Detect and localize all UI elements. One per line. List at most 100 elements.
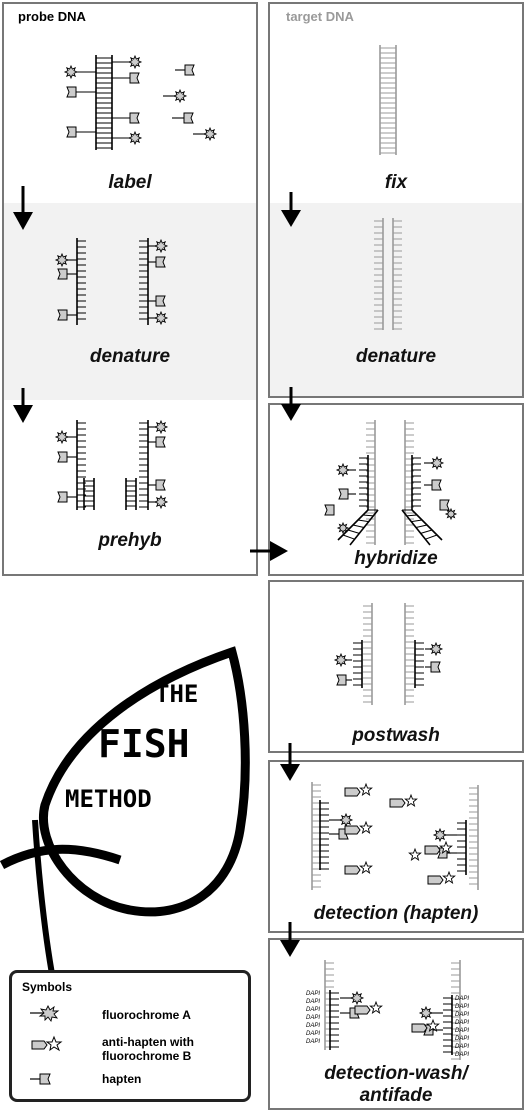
legend-label-fluorochrome-a: fluorochrome A <box>102 1008 191 1022</box>
anti-hapten-icon <box>344 865 361 875</box>
anti-hapten-icon <box>427 875 444 885</box>
legend-label-anti-hapten: anti-hapten with fluorochrome B <box>102 1035 194 1063</box>
target-header: target DNA <box>286 9 354 24</box>
dapi-label: DAPI <box>455 1004 469 1010</box>
step-fix: fix <box>384 172 408 193</box>
fluorochrome-b-icon <box>408 847 422 861</box>
probe-denature-band <box>4 203 256 400</box>
fluorochrome-a-icon <box>432 827 448 843</box>
hapten-icon <box>336 674 347 686</box>
hapten-icon <box>57 451 68 463</box>
hapten-icon <box>430 661 441 673</box>
hapten-icon <box>155 436 166 448</box>
hapten-icon <box>57 309 68 321</box>
fluorochrome-b-icon <box>404 793 418 807</box>
step-postwash: postwash <box>352 725 440 746</box>
fluorochrome-a-icon <box>153 310 169 326</box>
fluorochrome-b-icon <box>359 860 373 874</box>
fish-title-fish: FISH <box>98 722 190 766</box>
fluorochrome-a-icon <box>153 419 169 435</box>
fluorochrome-b-icon <box>359 782 373 796</box>
fluorochrome-a-icon <box>172 88 188 104</box>
dapi-label: DAPI <box>455 996 469 1002</box>
legend-icons <box>30 1004 63 1085</box>
fluorochrome-a-icon <box>54 429 70 445</box>
step-label: label <box>108 172 152 193</box>
hybridize-panel <box>268 403 524 576</box>
hapten-icon <box>57 491 68 503</box>
base-pair <box>425 534 438 540</box>
base-pair <box>362 514 374 517</box>
fluorochrome-a-icon <box>335 462 351 478</box>
step-denature-target: denature <box>355 346 437 367</box>
fluorochrome-b-icon <box>359 820 373 834</box>
hapten-icon <box>183 112 194 124</box>
hapten-icon <box>129 112 140 124</box>
anti-hapten-icon <box>424 845 441 855</box>
base-pair <box>420 529 433 534</box>
dapi-label: DAPI <box>306 1015 320 1021</box>
fluorochrome-a-icon <box>153 238 169 254</box>
dapi-label: DAPI <box>306 1039 320 1045</box>
dapi-label: DAPI <box>306 999 320 1005</box>
hapten-icon <box>66 86 77 98</box>
dapi-label: DAPI <box>455 1036 469 1042</box>
base-pair <box>406 514 418 517</box>
anti-hapten-icon <box>344 825 361 835</box>
legend-title: Symbols <box>22 980 73 994</box>
hapten-icon <box>66 126 77 138</box>
detection-wash-panel <box>268 938 524 1110</box>
fluorochrome-a-icon <box>202 126 218 142</box>
postwash-panel <box>268 580 524 753</box>
anti-hapten-icon <box>354 1005 371 1015</box>
dapi-label: DAPI <box>306 991 320 997</box>
step-denature-probe: denature <box>89 346 171 367</box>
step-hybridize: hybridize <box>354 548 438 569</box>
base-pair <box>411 519 423 523</box>
base-pair <box>342 534 355 540</box>
fluorochrome-b-icon <box>369 1000 383 1014</box>
base-pair <box>347 529 360 534</box>
anti-hapten-icon <box>344 787 361 797</box>
dapi-label: DAPI <box>306 1031 320 1037</box>
anti-hapten-icon <box>31 1035 63 1052</box>
hapten-icon <box>155 295 166 307</box>
dapi-label: DAPI <box>306 1007 320 1013</box>
fluorochrome-b-icon <box>439 840 453 854</box>
fluorochrome-a-icon <box>127 130 143 146</box>
step-detection-wash-line1: detection-wash/ <box>324 1063 468 1084</box>
hapten-icon <box>184 64 195 76</box>
hapten-icon <box>338 488 349 500</box>
dapi-label: DAPI <box>306 1023 320 1029</box>
step-prehyb: prehyb <box>98 530 162 551</box>
fluorochrome-a-icon <box>63 64 79 80</box>
fish-title-method: METHOD <box>65 785 152 813</box>
fluorochrome-a-icon <box>418 1005 434 1021</box>
legend-box <box>9 970 251 1102</box>
fluorochrome-a-icon <box>428 641 444 657</box>
fluorochrome-a-icon <box>54 252 70 268</box>
fish-title-the: THE <box>155 680 199 708</box>
base-pair <box>352 524 365 528</box>
step-detection: detection (hapten) <box>313 903 479 924</box>
step-detection-wash-line2: antifade <box>359 1085 433 1106</box>
hapten-icon <box>30 1073 51 1085</box>
fluorochrome-a-icon <box>338 812 354 828</box>
fluorochrome-a-icon <box>127 54 143 70</box>
dapi-label: DAPI <box>455 1012 469 1018</box>
hapten-icon <box>57 268 68 280</box>
fluorochrome-a-icon <box>444 507 458 521</box>
hapten-icon <box>155 256 166 268</box>
hapten-icon <box>155 479 166 491</box>
detection-panel <box>268 760 524 933</box>
anti-hapten-icon <box>411 1023 428 1033</box>
fluorochrome-a-icon <box>429 455 445 471</box>
dapi-label: DAPI <box>455 1052 469 1058</box>
fluorochrome-a-icon <box>333 652 349 668</box>
hapten-icon <box>129 72 140 84</box>
down-arrow-icon <box>13 186 301 957</box>
fluorochrome-a-icon <box>336 521 350 535</box>
fluorochrome-a-icon <box>153 494 169 510</box>
dapi-label: DAPI <box>455 1044 469 1050</box>
